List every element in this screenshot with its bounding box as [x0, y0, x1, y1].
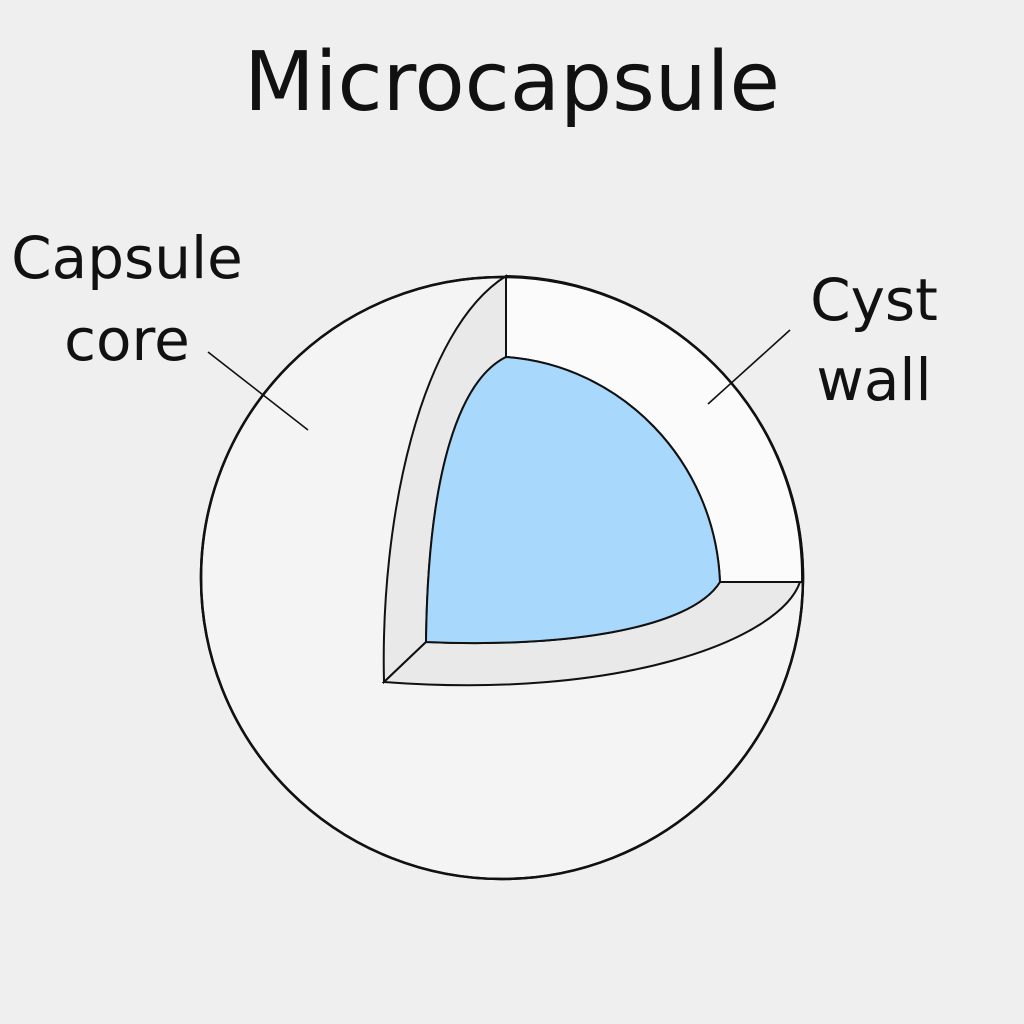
cyst-wall-label-line2: wall: [816, 346, 931, 414]
capsule-core-label-line2: core: [64, 306, 190, 374]
cyst-wall-leader-line: [707, 329, 791, 405]
capsule-core-label-line1: Capsule: [11, 224, 243, 292]
cyst-wall-label-line1: Cyst: [810, 266, 938, 334]
diagram-title: Microcapsule: [244, 35, 780, 130]
capsule-core: [424, 355, 722, 645]
capsule-core-leader-line: [207, 351, 309, 431]
outer-sphere-outline: [199, 275, 805, 881]
